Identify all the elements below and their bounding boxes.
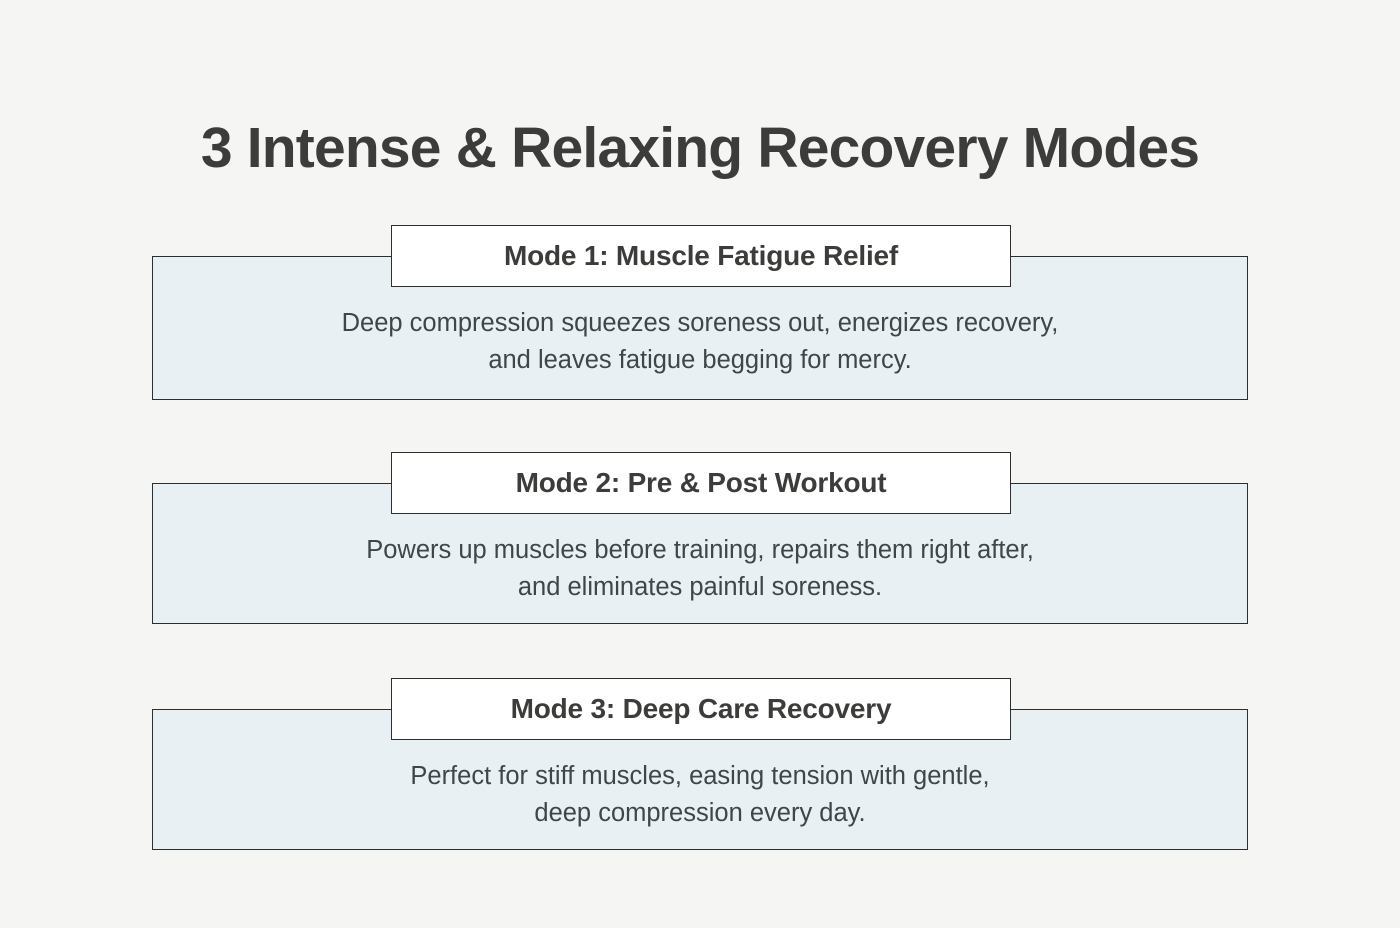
- mode-3-header-label: Mode 3: Deep Care Recovery: [510, 693, 892, 724]
- mode-1-body: Deep compression squeezes soreness out, …: [153, 305, 1247, 379]
- mode-2-body: Powers up muscles before training, repai…: [153, 532, 1247, 606]
- mode-card-1: Mode 1: Muscle Fatigue Relief Deep compr…: [152, 225, 1248, 400]
- mode-1-header-label: Mode 1: Muscle Fatigue Relief: [503, 240, 899, 271]
- mode-card-3: Mode 3: Deep Care Recovery Perfect for s…: [152, 678, 1248, 850]
- mode-3-body-line-1: Perfect for stiff muscles, easing tensio…: [410, 762, 990, 790]
- mode-1-body-line-1: Deep compression squeezes soreness out, …: [341, 309, 1059, 337]
- mode-3-body: Perfect for stiff muscles, easing tensio…: [153, 758, 1247, 832]
- mode-2-header-label: Mode 2: Pre & Post Workout: [515, 467, 887, 498]
- mode-2-body-line-2: and eliminates painful soreness.: [517, 573, 883, 601]
- mode-card-2: Mode 2: Pre & Post Workout Powers up mus…: [152, 452, 1248, 624]
- mode-1-header-box: Mode 1: Muscle Fatigue Relief: [391, 225, 1011, 287]
- mode-1-body-line-2: and leaves fatigue begging for mercy.: [488, 346, 912, 374]
- page-title: 3 Intense & Relaxing Recovery Modes: [200, 116, 1200, 181]
- mode-3-body-line-2: deep compression every day.: [534, 799, 866, 827]
- mode-2-header-box: Mode 2: Pre & Post Workout: [391, 452, 1011, 514]
- mode-2-body-line-1: Powers up muscles before training, repai…: [366, 536, 1034, 564]
- mode-3-header-box: Mode 3: Deep Care Recovery: [391, 678, 1011, 740]
